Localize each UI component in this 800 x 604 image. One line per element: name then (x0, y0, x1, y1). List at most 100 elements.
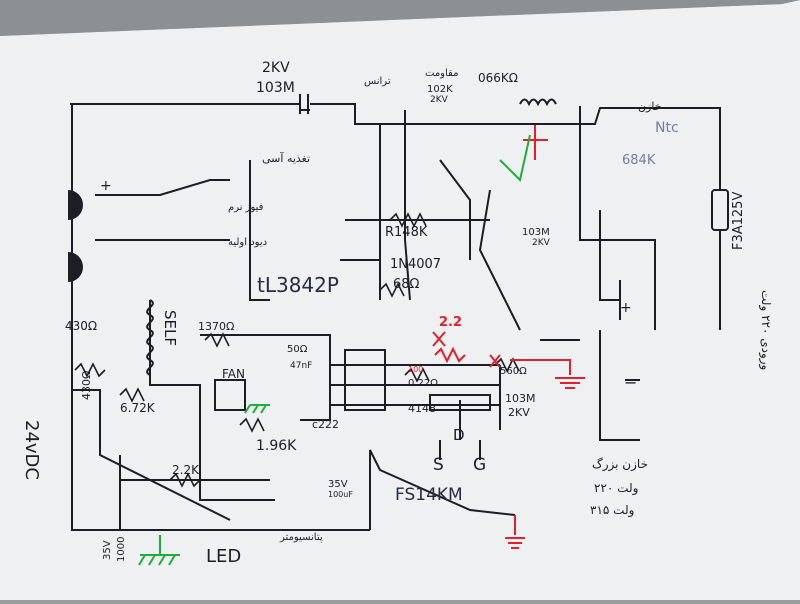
label-res-103m-b: 2KV (532, 238, 551, 248)
wire-inner-left (149, 300, 275, 501)
resistor-68 (379, 282, 405, 298)
resistor-6-72k (119, 387, 145, 403)
label-res-2kv-c: 2KV (508, 406, 530, 419)
resistor-1-96k (239, 417, 265, 433)
green-marks (138, 134, 531, 566)
label-farsi-resistor: مقاومت (425, 68, 458, 79)
label-fan: FAN (222, 367, 245, 381)
label-res-1-96k: 1.96K (256, 438, 297, 454)
electrolytic-caps (68, 190, 83, 282)
red-wire-gnd-right (510, 359, 571, 375)
label-farsi-fuse: فیوز نرم (228, 202, 264, 213)
resistor-2-2k (169, 472, 201, 488)
ic-tl3842p (344, 349, 386, 411)
label-plus-top-left: + (100, 178, 112, 194)
green-ground-fan (244, 404, 270, 414)
label-cap-35v: 35V (328, 479, 348, 490)
wire-right-mid (599, 210, 621, 301)
cap-103m-2kv (299, 94, 309, 114)
red-labels: 2.2 100 (408, 315, 462, 374)
self-inductor (146, 299, 154, 376)
label-cap-35v-bottom: 35V (102, 540, 113, 560)
label-res-68: 68Ω (393, 277, 420, 292)
wire-inner-ic (200, 334, 331, 421)
label-res-022: 0.22Ω (408, 378, 438, 389)
label-led: LED (206, 546, 241, 567)
wiring (70, 103, 721, 531)
label-res-1370: 1370Ω (198, 320, 234, 333)
wire-top-main (310, 103, 381, 300)
label-voltage-24: 24vDC (21, 420, 42, 480)
label-res-2-2k: 2.2K (172, 463, 200, 477)
resistor-r148k (389, 212, 427, 228)
label-cap-2kv: 2KV (262, 60, 290, 76)
label-pin-g: G (473, 455, 486, 475)
label-c222: c222 (312, 418, 339, 431)
label-ic-name: tL3842P (257, 273, 339, 297)
red-cross-2-2 (432, 331, 446, 347)
resistor-560 (494, 357, 520, 373)
label-farsi-big-cap-2: ۲۲۰ ولت (594, 481, 638, 496)
green-ground-bottom (138, 535, 180, 566)
big-cap-right (619, 300, 640, 381)
label-pin-minus-right: − (624, 373, 637, 392)
label-fuse: F3A125V (731, 192, 746, 250)
label-pin-d: D (453, 426, 465, 444)
label-farsi-input: ورودی ۲۲۰ ولت (758, 290, 773, 370)
label-red-100: 100 (408, 365, 423, 374)
label-farsi-pot: پتانسیومتر (279, 532, 323, 543)
wire-left-led (72, 389, 231, 521)
resistors (74, 212, 520, 488)
label-farsi-big-cap-3: ولت ۳۱۵ (590, 503, 634, 518)
label-ntc: Ntc (655, 120, 679, 136)
label-farsi-trans: ترانس (364, 76, 391, 87)
wire-diodes (95, 179, 230, 196)
label-res-430-top: 430Ω (65, 319, 97, 333)
label-res-684k: 684K (622, 153, 656, 168)
label-farsi-capacitor-ntc: خازن (638, 100, 662, 113)
label-res-4148: 4148 (408, 402, 436, 415)
wire-trans (404, 110, 411, 301)
wire-diag (478, 189, 521, 331)
label-res-430-side: 430Ω (80, 371, 93, 400)
mosfet-body (429, 394, 491, 411)
label-in4007: 1N4007 (390, 257, 441, 272)
red-marks (432, 125, 585, 549)
red-cross-560 (489, 354, 501, 368)
label-farsi-big-cap-1: خازن بزرگ (592, 457, 648, 472)
label-res-2kv-small: 2KV (430, 95, 449, 105)
paper-shadow (0, 0, 800, 36)
label-res-103m-a: 103M (522, 227, 550, 238)
red-ground-right (555, 377, 585, 389)
resistor-1370 (204, 332, 230, 348)
label-mosfet: FS14KM (395, 485, 463, 505)
label-farsi-source: تغذیه آسی (262, 151, 310, 165)
label-pin-plus-right: + (620, 300, 632, 316)
label-r148k: R148K (385, 225, 428, 240)
wire-bottom-right (369, 449, 516, 530)
label-res-50: 50Ω (287, 344, 308, 355)
top-coil (519, 98, 557, 107)
label-res-560: 560Ω (500, 366, 527, 377)
label-res-47: 47nF (290, 361, 312, 371)
label-cap-100uf: 100uF (328, 490, 353, 499)
label-red-2-2: 2.2 (439, 315, 462, 330)
wire-mos (439, 159, 471, 260)
labels: 2KV 103M + فیوز نرم تغذیه آسی دیود اولیه… (21, 60, 773, 567)
resistor-022 (404, 367, 430, 383)
red-resistor-new (434, 346, 466, 364)
fan-box (214, 379, 246, 411)
fuse-f3a125v (711, 189, 729, 231)
green-wire-top (499, 134, 531, 182)
wire-right-down (599, 330, 640, 441)
wire-trans-core (249, 160, 270, 301)
red-ground-bottom (505, 537, 525, 549)
label-pin-s: S (433, 455, 444, 475)
red-cross-top (523, 125, 548, 160)
label-coil-066k: 066KΩ (478, 71, 518, 85)
wire-left-spine (71, 104, 370, 531)
resistor-430-top (74, 362, 106, 378)
label-res-102k: 102K (427, 84, 453, 95)
